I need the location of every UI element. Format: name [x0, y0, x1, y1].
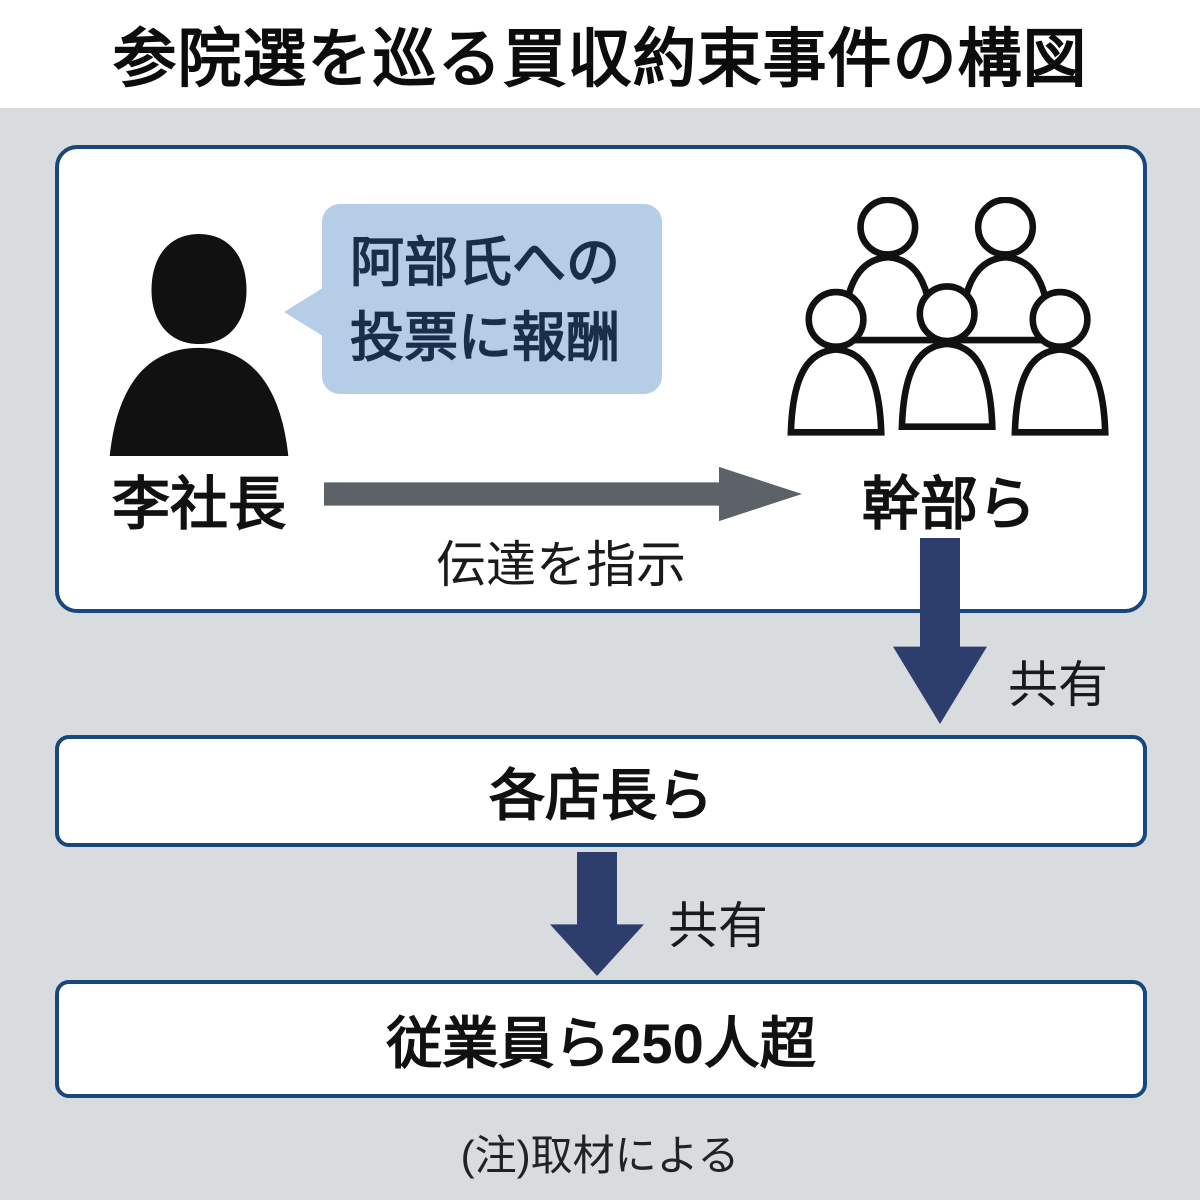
share-label: 共有	[1008, 657, 1108, 713]
page-title: 参院選を巡る買収約束事件の構図	[112, 23, 1088, 95]
employees-box: 従業員ら250人超	[55, 980, 1147, 1098]
speech-bubble-line: 阿部氏への	[350, 233, 620, 293]
person-silhouette-icon	[104, 234, 294, 456]
instruction-arrow-label: 伝達を指示	[436, 537, 686, 593]
down-arrow-icon	[893, 538, 987, 724]
down-arrow-icon	[550, 852, 644, 976]
managers-box: 各店長ら	[55, 735, 1147, 847]
share-label: 共有	[668, 898, 768, 954]
speech-bubble: 阿部氏への 投票に報酬	[284, 204, 662, 394]
executives-label: 幹部ら	[861, 472, 1036, 537]
top-box: 李社長 阿部氏への 投票に報酬 幹部ら	[55, 145, 1147, 613]
people-group-icon	[774, 197, 1124, 437]
speech-bubble-line: 投票に報酬	[350, 307, 620, 368]
employees-label: 従業員ら250人超	[386, 1011, 816, 1075]
speech-bubble-tail-icon	[284, 286, 326, 338]
managers-label: 各店長ら	[489, 763, 713, 827]
title-bar: 参院選を巡る買収約束事件の構図	[0, 0, 1200, 108]
source-note: (注)取材による	[460, 1132, 740, 1179]
right-arrow-icon	[324, 465, 804, 523]
president-label: 李社長	[111, 472, 286, 537]
